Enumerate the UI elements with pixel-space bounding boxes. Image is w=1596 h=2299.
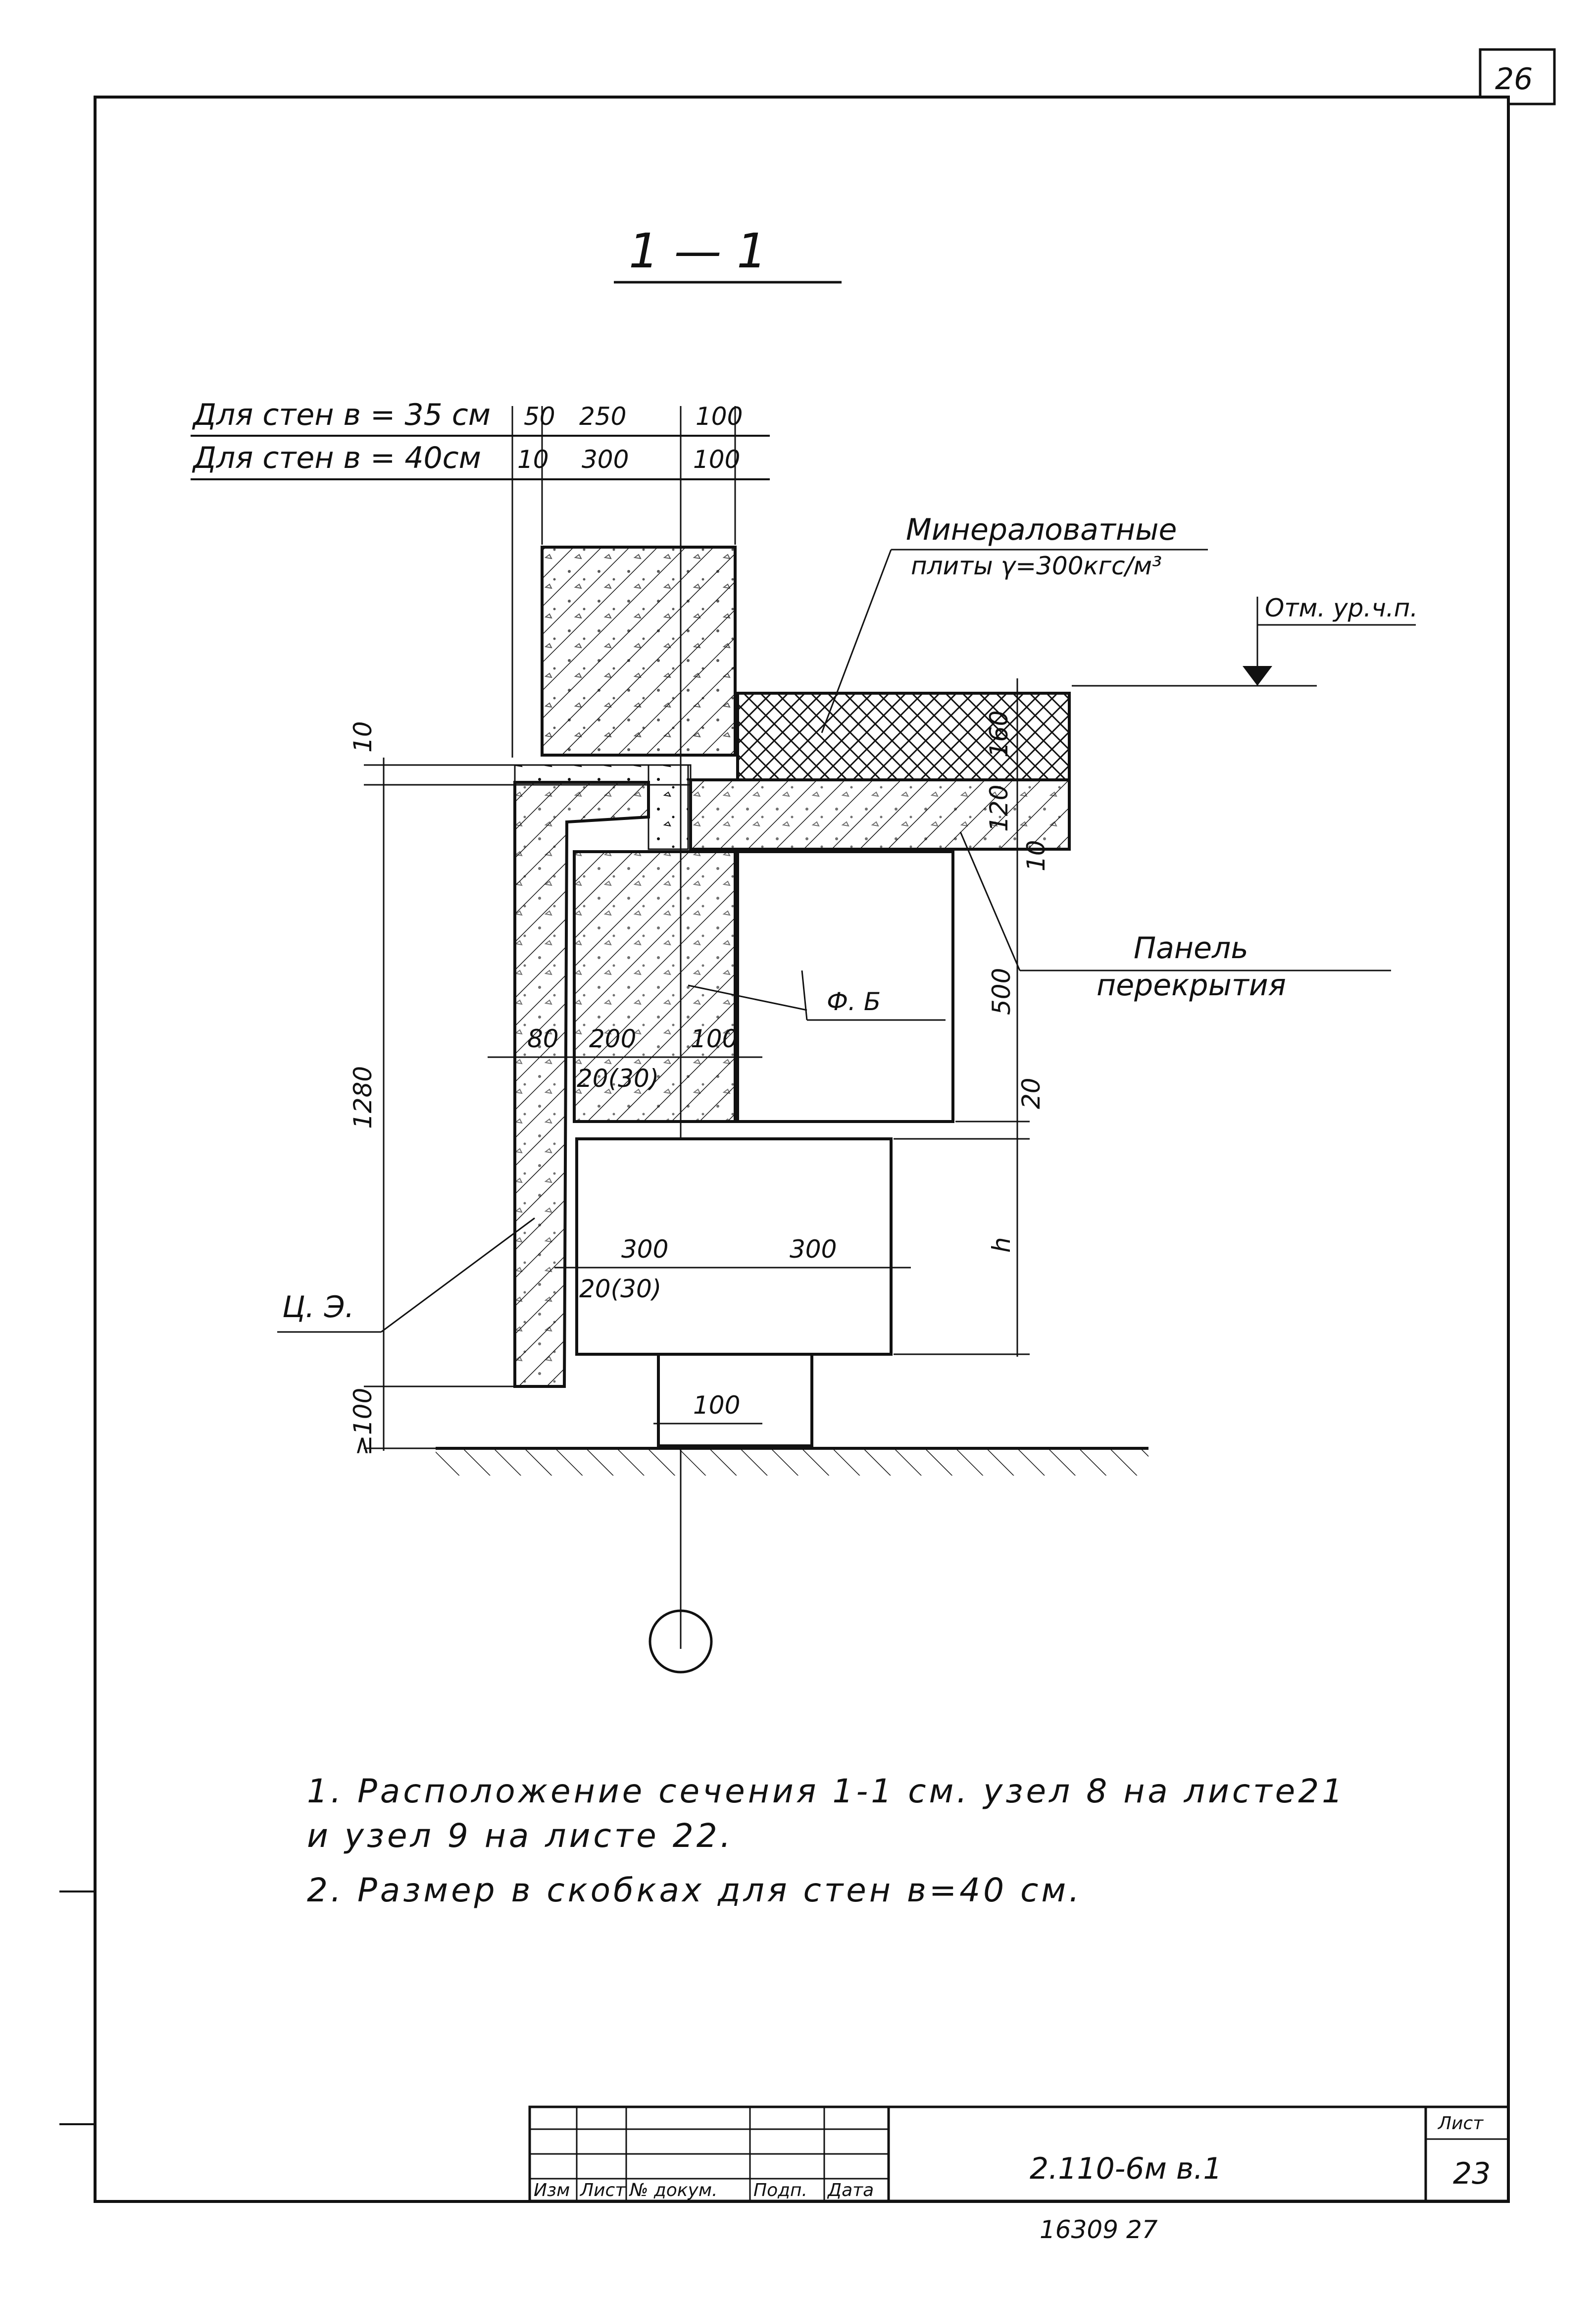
note-2: 2. Размер в скобках для стен в=40 см. <box>307 1871 1082 1909</box>
dim-300-a: 300 <box>621 1235 668 1264</box>
wall-thickness-table: Для стен в = 35 см 50 250 100 Для стен в… <box>191 398 770 1649</box>
foundation-cushion <box>575 1137 893 1356</box>
col-date: Дата <box>827 2180 874 2200</box>
panel-label: Панель <box>1134 931 1248 966</box>
col-list: Лист <box>579 2180 626 2200</box>
col-izm: Изм <box>534 2180 570 2200</box>
list-number: 23 <box>1453 2156 1491 2191</box>
form-mark-label: Ф. Б <box>827 987 881 1016</box>
form-mark-callout: Ф. Б <box>688 970 946 1021</box>
note-1: 1. Расположение сечения 1-1 см. узел 8 н… <box>307 1772 1346 1810</box>
floor-level-mark: Отм. ур.ч.п. <box>1072 594 1418 687</box>
axis-marker <box>648 1609 713 1674</box>
dim-10-top: 10 <box>349 721 377 753</box>
level-mark-label: Отм. ур.ч.п. <box>1265 594 1418 622</box>
section-title: 1 — 1 <box>629 223 767 279</box>
document-code: 2.110-6м в.1 <box>1030 2151 1222 2186</box>
title-block: Изм Лист № докум. Подп. Дата 2.110-6м в.… <box>528 2105 1510 2202</box>
mineral-wool-label: Минераловатные <box>906 512 1177 547</box>
mineral-wool-insulation <box>736 692 1071 781</box>
note-1-cont: и узел 9 на листе 22. <box>307 1817 734 1855</box>
inventory-number: 16309 27 <box>1040 2215 1158 2244</box>
col-sign: Подп. <box>753 2180 807 2200</box>
beam-dimensions: 80 200 100 20(30) <box>488 1024 762 1093</box>
dim-1280: 1280 <box>349 1066 377 1129</box>
row1-label: Для стен в = 35 см <box>192 398 491 432</box>
dim-500: 500 <box>987 968 1016 1015</box>
mortar-column <box>648 764 689 850</box>
row1-v2: 250 <box>579 402 626 431</box>
left-dimension-chain: 10 1280 ≥100 <box>349 721 515 1456</box>
mineral-wool-callout: Минераловатные плиты γ=300кгс/м³ <box>821 512 1208 733</box>
mineral-wool-density: плиты γ=300кгс/м³ <box>911 552 1162 580</box>
dim-20-30-b: 20(30) <box>579 1275 661 1303</box>
ce-label: Ц. Э. <box>282 1290 354 1325</box>
dim-20-30-a: 20(30) <box>577 1064 659 1093</box>
floor-panel-callout: Панель перекрытия <box>959 831 1391 1003</box>
panel-label-2: перекрытия <box>1097 968 1286 1003</box>
support-post <box>657 1353 813 1447</box>
dim-100-beam: 100 <box>691 1024 738 1053</box>
dim-100-post: 100 <box>693 1391 740 1420</box>
ground-line <box>436 1447 1148 1476</box>
cement-ce-callout: Ц. Э. <box>277 1217 535 1333</box>
row2-v3: 100 <box>693 445 740 474</box>
row2-v2: 300 <box>582 445 629 474</box>
dim-h: h <box>987 1237 1016 1253</box>
dim-160: 160 <box>985 711 1013 758</box>
channel-void <box>736 850 954 1123</box>
dim-10-slab: 10 <box>1022 840 1050 871</box>
list-label: Лист <box>1437 2113 1484 2134</box>
row1-v1: 50 <box>524 402 555 431</box>
dim-20: 20 <box>1017 1077 1046 1109</box>
col-doc: № докум. <box>629 2180 717 2200</box>
row2-v1: 10 <box>517 445 549 474</box>
right-dimension-chain: 160 120 10 500 20 h <box>894 678 1050 1357</box>
notes: 1. Расположение сечения 1-1 см. узел 8 н… <box>307 1772 1346 1909</box>
dim-min-100: ≥100 <box>349 1388 377 1456</box>
dim-300-b: 300 <box>790 1235 837 1264</box>
dim-200: 200 <box>589 1024 636 1053</box>
dim-120: 120 <box>985 785 1013 832</box>
page-corner-number: 26 <box>1495 62 1533 97</box>
post-dimension: 100 <box>653 1391 762 1425</box>
row2-label: Для стен в = 40см <box>192 441 481 475</box>
dim-80: 80 <box>527 1024 559 1053</box>
cushion-dimensions: 300 300 20(30) <box>554 1235 911 1303</box>
